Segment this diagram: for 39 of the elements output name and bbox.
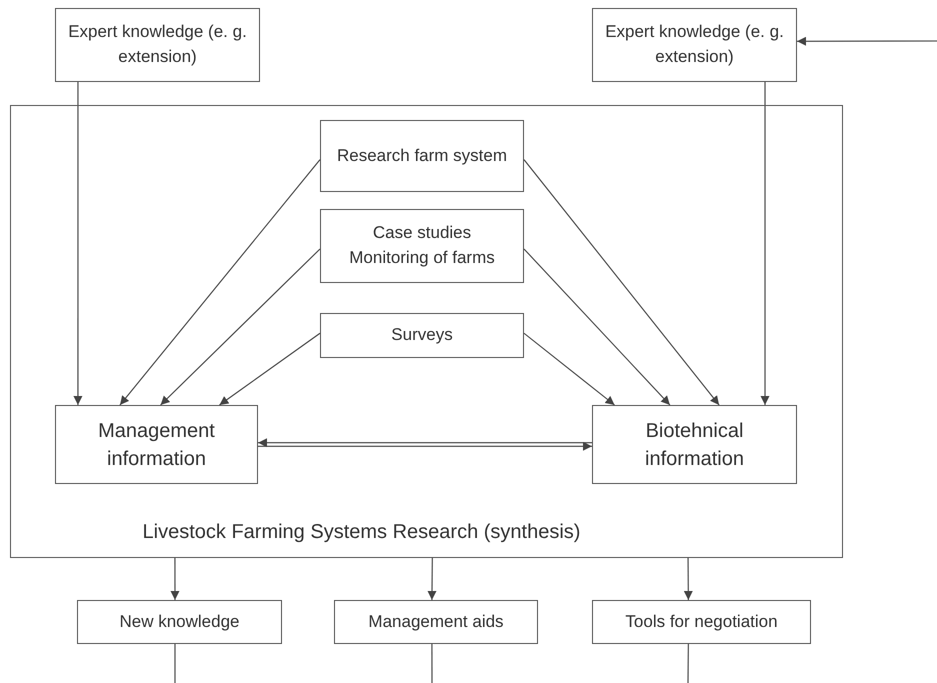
- arrow: [524, 159, 720, 406]
- output-box: [77, 600, 282, 644]
- box-label: Expert knowledge (e. g. extension): [67, 21, 248, 68]
- arrow: [524, 248, 670, 406]
- method-box: [320, 313, 524, 358]
- double-arrow: [257, 438, 593, 451]
- connector-line: [431, 644, 433, 683]
- source-box: [55, 8, 260, 82]
- box-label: New knowledge: [119, 610, 240, 633]
- arrow: [524, 332, 615, 406]
- arrow: [160, 248, 320, 406]
- information-box: [592, 405, 797, 484]
- box-label: Biotehnical information: [644, 418, 745, 472]
- method-box: [320, 120, 524, 192]
- box-label: Management information: [97, 418, 216, 472]
- box-label: Expert knowledge (e. g. extension): [604, 21, 785, 68]
- box-label: Management aids: [368, 610, 504, 633]
- arrow: [684, 558, 693, 600]
- box-label: Surveys: [391, 324, 453, 346]
- arrow: [120, 159, 320, 406]
- output-box: [334, 600, 538, 644]
- box-label: Case studies: [372, 222, 472, 244]
- connector-line: [174, 644, 176, 683]
- connector-line: [687, 644, 689, 683]
- frame-title: Livestock Farming Systems Research (synthesis): [142, 520, 582, 545]
- arrow: [428, 558, 436, 600]
- arrow: [760, 82, 770, 405]
- synthesis-frame: [10, 105, 843, 558]
- output-box: [592, 600, 811, 644]
- arrow: [219, 332, 320, 406]
- box-label: Monitoring of farms: [349, 247, 495, 269]
- box-label: Research farm system: [336, 144, 508, 167]
- information-box: [55, 405, 258, 484]
- source-box: [592, 8, 797, 82]
- arrow: [73, 82, 82, 405]
- arrow: [170, 558, 180, 600]
- method-box: [320, 209, 524, 283]
- box-label: Tools for negotiation: [625, 610, 778, 633]
- arrow: [797, 36, 937, 46]
